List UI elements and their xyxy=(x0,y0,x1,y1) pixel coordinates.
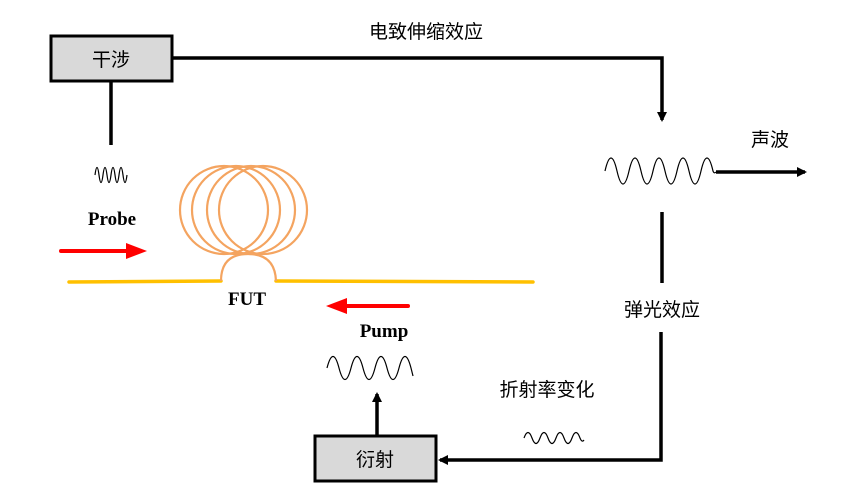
acoustic-wave-label: 声波 xyxy=(751,129,789,151)
fut-coil-icon xyxy=(178,164,309,256)
fiber-loop xyxy=(219,252,278,282)
interference-box: 干涉 xyxy=(49,34,174,83)
fiber-left xyxy=(67,279,223,284)
refractive-index-label: 折射率变化 xyxy=(499,379,594,401)
probe-wave-icon xyxy=(94,166,128,184)
probe-label: Probe xyxy=(88,209,136,230)
refractive-wave-icon xyxy=(523,431,585,445)
diffraction-label: 衍射 xyxy=(356,449,394,471)
acoustic-wave-icon xyxy=(604,157,717,185)
electrostriction-label: 电致伸缩效应 xyxy=(369,21,483,43)
electrostriction-arrow xyxy=(172,56,667,122)
diffraction-box: 衍射 xyxy=(313,434,438,483)
pump-wave-icon xyxy=(326,355,414,381)
interference-label: 干涉 xyxy=(92,49,130,71)
pump-arrow xyxy=(326,298,410,314)
fiber-right xyxy=(274,279,535,284)
probe-arrow xyxy=(59,243,147,259)
pump-label: Pump xyxy=(360,321,409,342)
photoelastic-label: 弹光效应 xyxy=(624,299,700,321)
photoelastic-arrow xyxy=(438,332,663,465)
fut-label: FUT xyxy=(228,289,266,310)
